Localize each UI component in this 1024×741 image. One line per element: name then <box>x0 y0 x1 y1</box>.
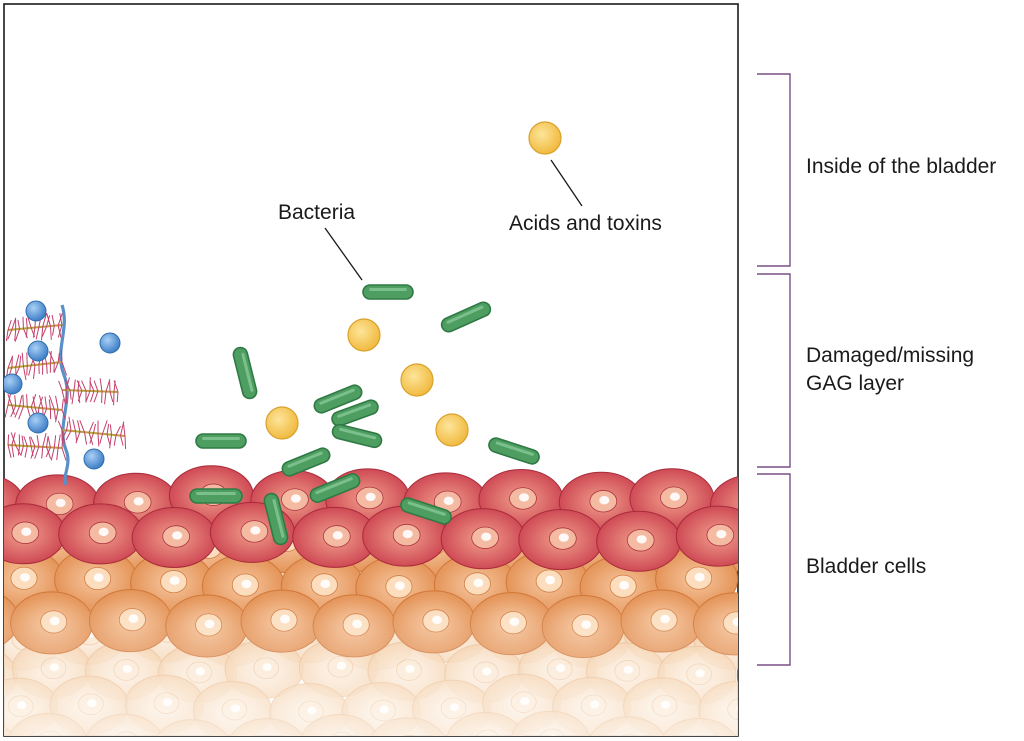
gag-bristle-arm <box>5 312 63 342</box>
acids-toxins-label: Acids and toxins <box>509 212 662 235</box>
region-label-gag-line2: GAG layer <box>806 372 904 395</box>
bladder-cell <box>440 508 526 570</box>
bacterium <box>263 492 289 546</box>
bladder-cell <box>675 505 738 567</box>
bladder-cells-surface-layer <box>4 465 738 572</box>
gag-bead <box>99 332 121 354</box>
bacterium <box>232 346 258 400</box>
gag-bristle-arm <box>7 432 67 461</box>
bacterium <box>440 301 492 333</box>
bladder-cell <box>58 503 144 565</box>
toxin-particle <box>265 406 299 440</box>
toxin-particle <box>528 121 562 155</box>
bracket-gag-layer <box>757 273 791 468</box>
bacterium <box>189 488 243 504</box>
bracket-bladder-cells <box>757 473 791 666</box>
gag-bristle-arm <box>57 416 127 450</box>
toxin-particle <box>347 318 381 352</box>
gag-bead <box>25 300 47 322</box>
bacterium <box>331 423 383 449</box>
gag-bristle-arm <box>4 392 66 423</box>
gag-bristle-arm <box>58 377 119 406</box>
bladder-cell <box>518 509 604 571</box>
bacterium <box>281 447 331 477</box>
bacterium <box>400 497 452 525</box>
toxin-leader-line <box>550 159 583 207</box>
bacterium <box>488 437 540 465</box>
bacteria-group <box>189 284 540 546</box>
region-label-inside: Inside of the bladder <box>806 155 996 178</box>
region-label-gag-line1: Damaged/missing <box>806 344 974 367</box>
toxin-particle <box>400 363 434 397</box>
bacterium <box>309 473 361 503</box>
region-label-cells: Bladder cells <box>806 555 926 578</box>
toxin-particle <box>435 413 469 447</box>
gag-bead <box>4 373 23 395</box>
bacteria-label: Bacteria <box>278 201 355 224</box>
gag-layer-remnant <box>4 300 127 486</box>
bladder-cell <box>4 503 66 565</box>
bladder-cell <box>596 510 682 572</box>
gag-bead <box>83 448 105 470</box>
bacterium <box>313 384 363 414</box>
bacterium <box>195 433 247 449</box>
bacteria-leader-line <box>324 227 363 281</box>
bacterium <box>331 399 379 427</box>
gag-bead <box>27 340 49 362</box>
gag-bead <box>27 412 49 434</box>
bacterium <box>362 284 414 300</box>
acids-and-toxins-group <box>265 121 562 447</box>
bracket-inside-bladder <box>757 73 791 267</box>
bladder-cell <box>131 506 217 568</box>
gag-core-strand <box>59 304 70 486</box>
gag-bristle-arm <box>5 349 68 381</box>
